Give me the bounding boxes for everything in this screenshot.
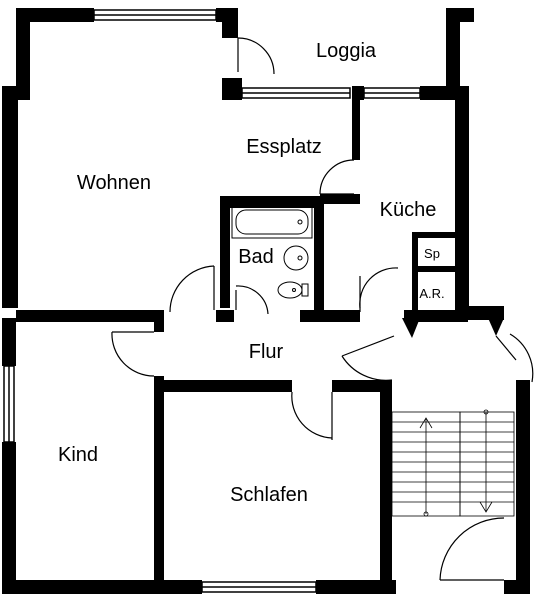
room-label-sp: Sp [424,246,440,261]
outer-walls [2,8,530,594]
doors [111,37,534,581]
room-label-kind: Kind [58,444,98,466]
room-label-loggia: Loggia [316,40,377,62]
staircase [391,409,515,517]
bathroom-fixtures [231,205,313,299]
inner-walls [16,100,504,594]
room-labels: Loggia Essplatz Wohnen Küche Bad Sp A.R.… [58,40,445,506]
room-label-schlafen: Schlafen [230,484,308,506]
washbasin-icon [283,245,309,271]
windows [3,9,421,593]
room-label-wohnen: Wohnen [77,172,151,194]
room-label-kueche: Küche [380,199,437,221]
room-label-bad: Bad [238,246,274,268]
room-label-flur: Flur [249,341,284,363]
room-label-ar: A.R. [419,286,444,301]
room-label-essplatz: Essplatz [246,136,322,158]
bathtub-icon [231,205,313,239]
